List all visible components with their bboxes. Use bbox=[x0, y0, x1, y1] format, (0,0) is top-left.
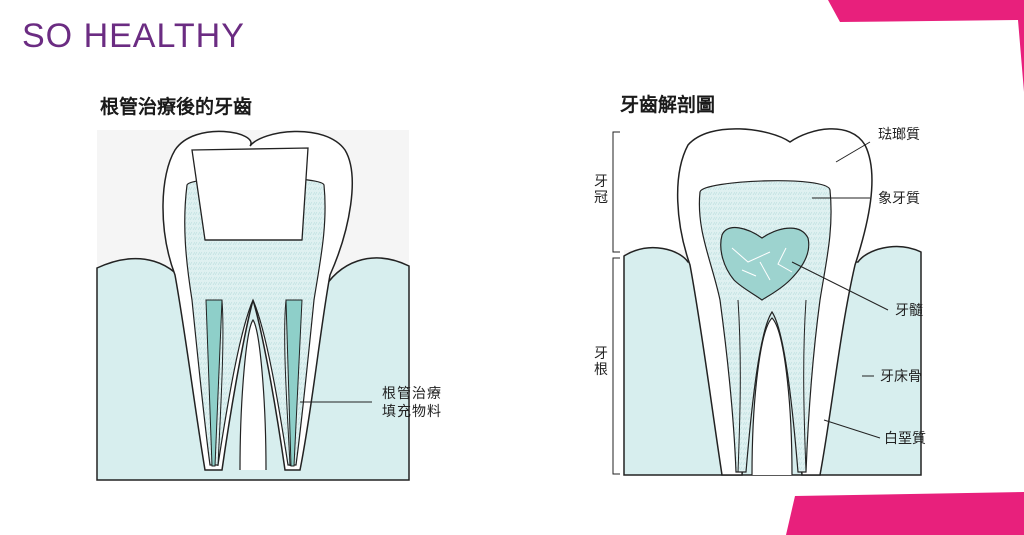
left-canal-filling bbox=[285, 299, 303, 467]
label-dentin: 象牙質 bbox=[878, 191, 920, 207]
label-enamel: 琺瑯質 bbox=[878, 127, 920, 143]
left-crown-filling bbox=[191, 147, 309, 241]
accent-bottom-right bbox=[786, 492, 1024, 535]
label-alveolar-bone: 牙床骨 bbox=[880, 369, 922, 385]
pulp-leader bbox=[791, 261, 889, 311]
left-canal-filling bbox=[205, 299, 223, 467]
label-pulp: 牙髓 bbox=[895, 303, 923, 319]
root-bracket bbox=[612, 257, 620, 475]
label-root: 牙根 bbox=[594, 346, 608, 378]
brand-logo: SO HEALTHY bbox=[22, 14, 245, 58]
label-crown: 牙冠 bbox=[594, 174, 608, 206]
label-canal-filling: 根管治療 填充物料 bbox=[382, 386, 442, 420]
brand-logo-text: SO HEALTHY bbox=[22, 17, 245, 55]
left-diagram-title: 根管治療後的牙齒 bbox=[100, 96, 253, 118]
right-tooth-diagram bbox=[612, 128, 922, 476]
accent-top-right bbox=[828, 0, 1024, 92]
label-cementum: 白堊質 bbox=[884, 431, 926, 447]
crown-bracket bbox=[612, 131, 620, 253]
enamel-leader bbox=[835, 141, 871, 163]
cementum-leader bbox=[823, 419, 881, 439]
right-pulp bbox=[720, 227, 810, 301]
right-diagram-title: 牙齒解剖圖 bbox=[620, 94, 716, 116]
left-tooth-diagram bbox=[96, 130, 410, 481]
